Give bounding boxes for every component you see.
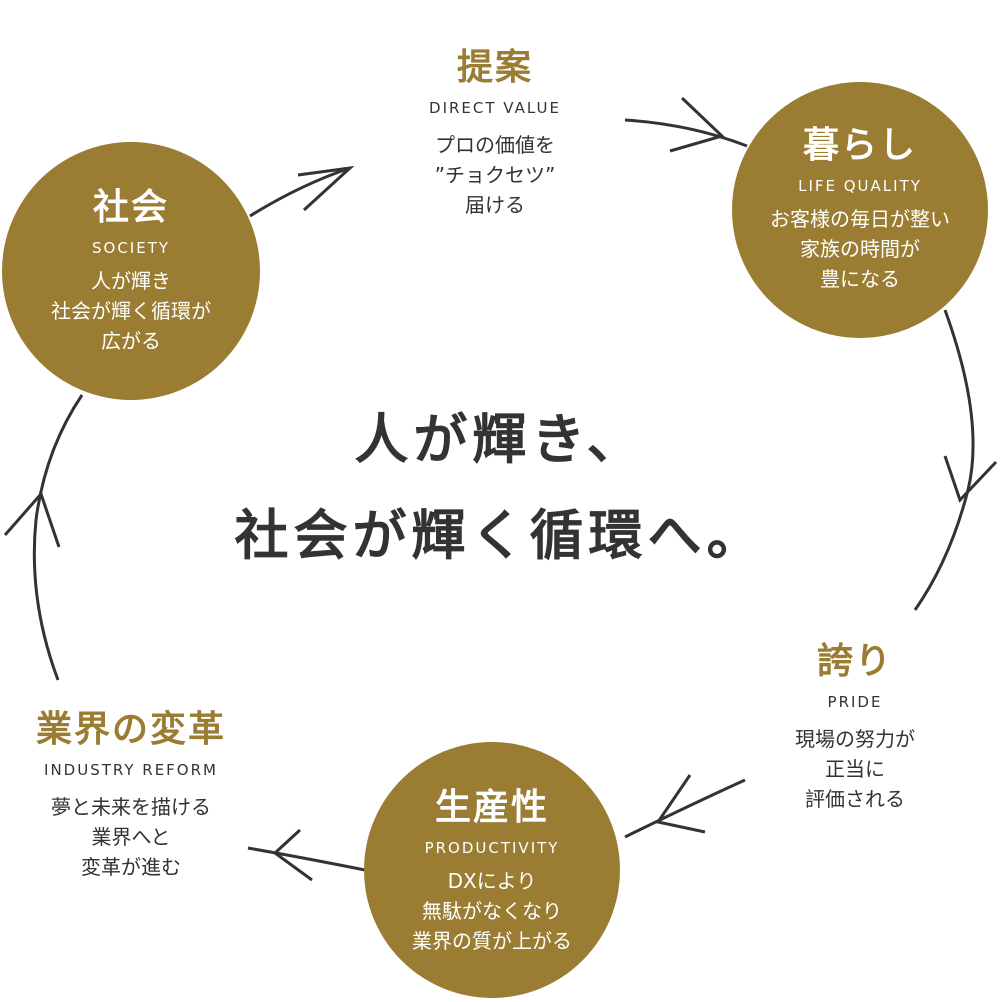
node-en: PRODUCTIVITY [424,839,560,857]
node-desc: プロの価値を”チョクセツ”届ける [434,133,556,217]
node-desc: 現場の努力が正当に評価される [795,727,915,811]
node-en: SOCIETY [91,239,171,257]
node-reform: 業界の変革 INDUSTRY REFORM 夢と未来を描ける業界へと変革が進む [0,708,262,882]
node-desc: 夢と未来を描ける業界へと変革が進む [51,795,211,879]
node-title: 誇り [816,641,893,682]
arrow-reform-to-society [3,394,84,681]
arrow-life-to-pride [913,309,998,611]
node-title: 生産性 [434,787,549,828]
node-title: 業界の変革 [35,709,226,750]
node-en: LIFE QUALITY [798,177,922,195]
node-desc: お客様の毎日が整い家族の時間が豊になる [770,207,950,291]
node-en: PRIDE [827,693,883,711]
arrow-society-to-proposal [249,165,355,218]
node-desc: DXにより無駄がなくなり業界の質が上がる [412,869,572,953]
arrow-proposal-to-life [624,96,748,153]
node-society: 社会 SOCIETY 人が輝き社会が輝く循環が広がる [2,142,260,400]
center-message-line1: 人が輝き、 [354,408,646,471]
node-title: 暮らし [802,125,917,166]
center-message: 人が輝き、 社会が輝く循環へ。 [150,392,850,584]
node-en: DIRECT VALUE [429,99,561,117]
arrow-productivity-to-reform [247,828,366,882]
node-desc: 人が輝き社会が輝く循環が広がる [51,269,211,353]
node-proposal: 提案 DIRECT VALUE プロの価値を”チョクセツ”届ける [380,46,610,220]
node-pride: 誇り PRIDE 現場の努力が正当に評価される [740,640,970,814]
node-title: 提案 [456,47,533,88]
node-life: 暮らし LIFE QUALITY お客様の毎日が整い家族の時間が豊になる [732,82,988,338]
node-en: INDUSTRY REFORM [44,761,218,779]
arrow-pride-to-productivity [624,774,746,839]
center-message-line2: 社会が輝く循環へ。 [234,504,766,567]
node-title: 社会 [92,187,169,228]
node-productivity: 生産性 PRODUCTIVITY DXにより無駄がなくなり業界の質が上がる [364,742,620,998]
